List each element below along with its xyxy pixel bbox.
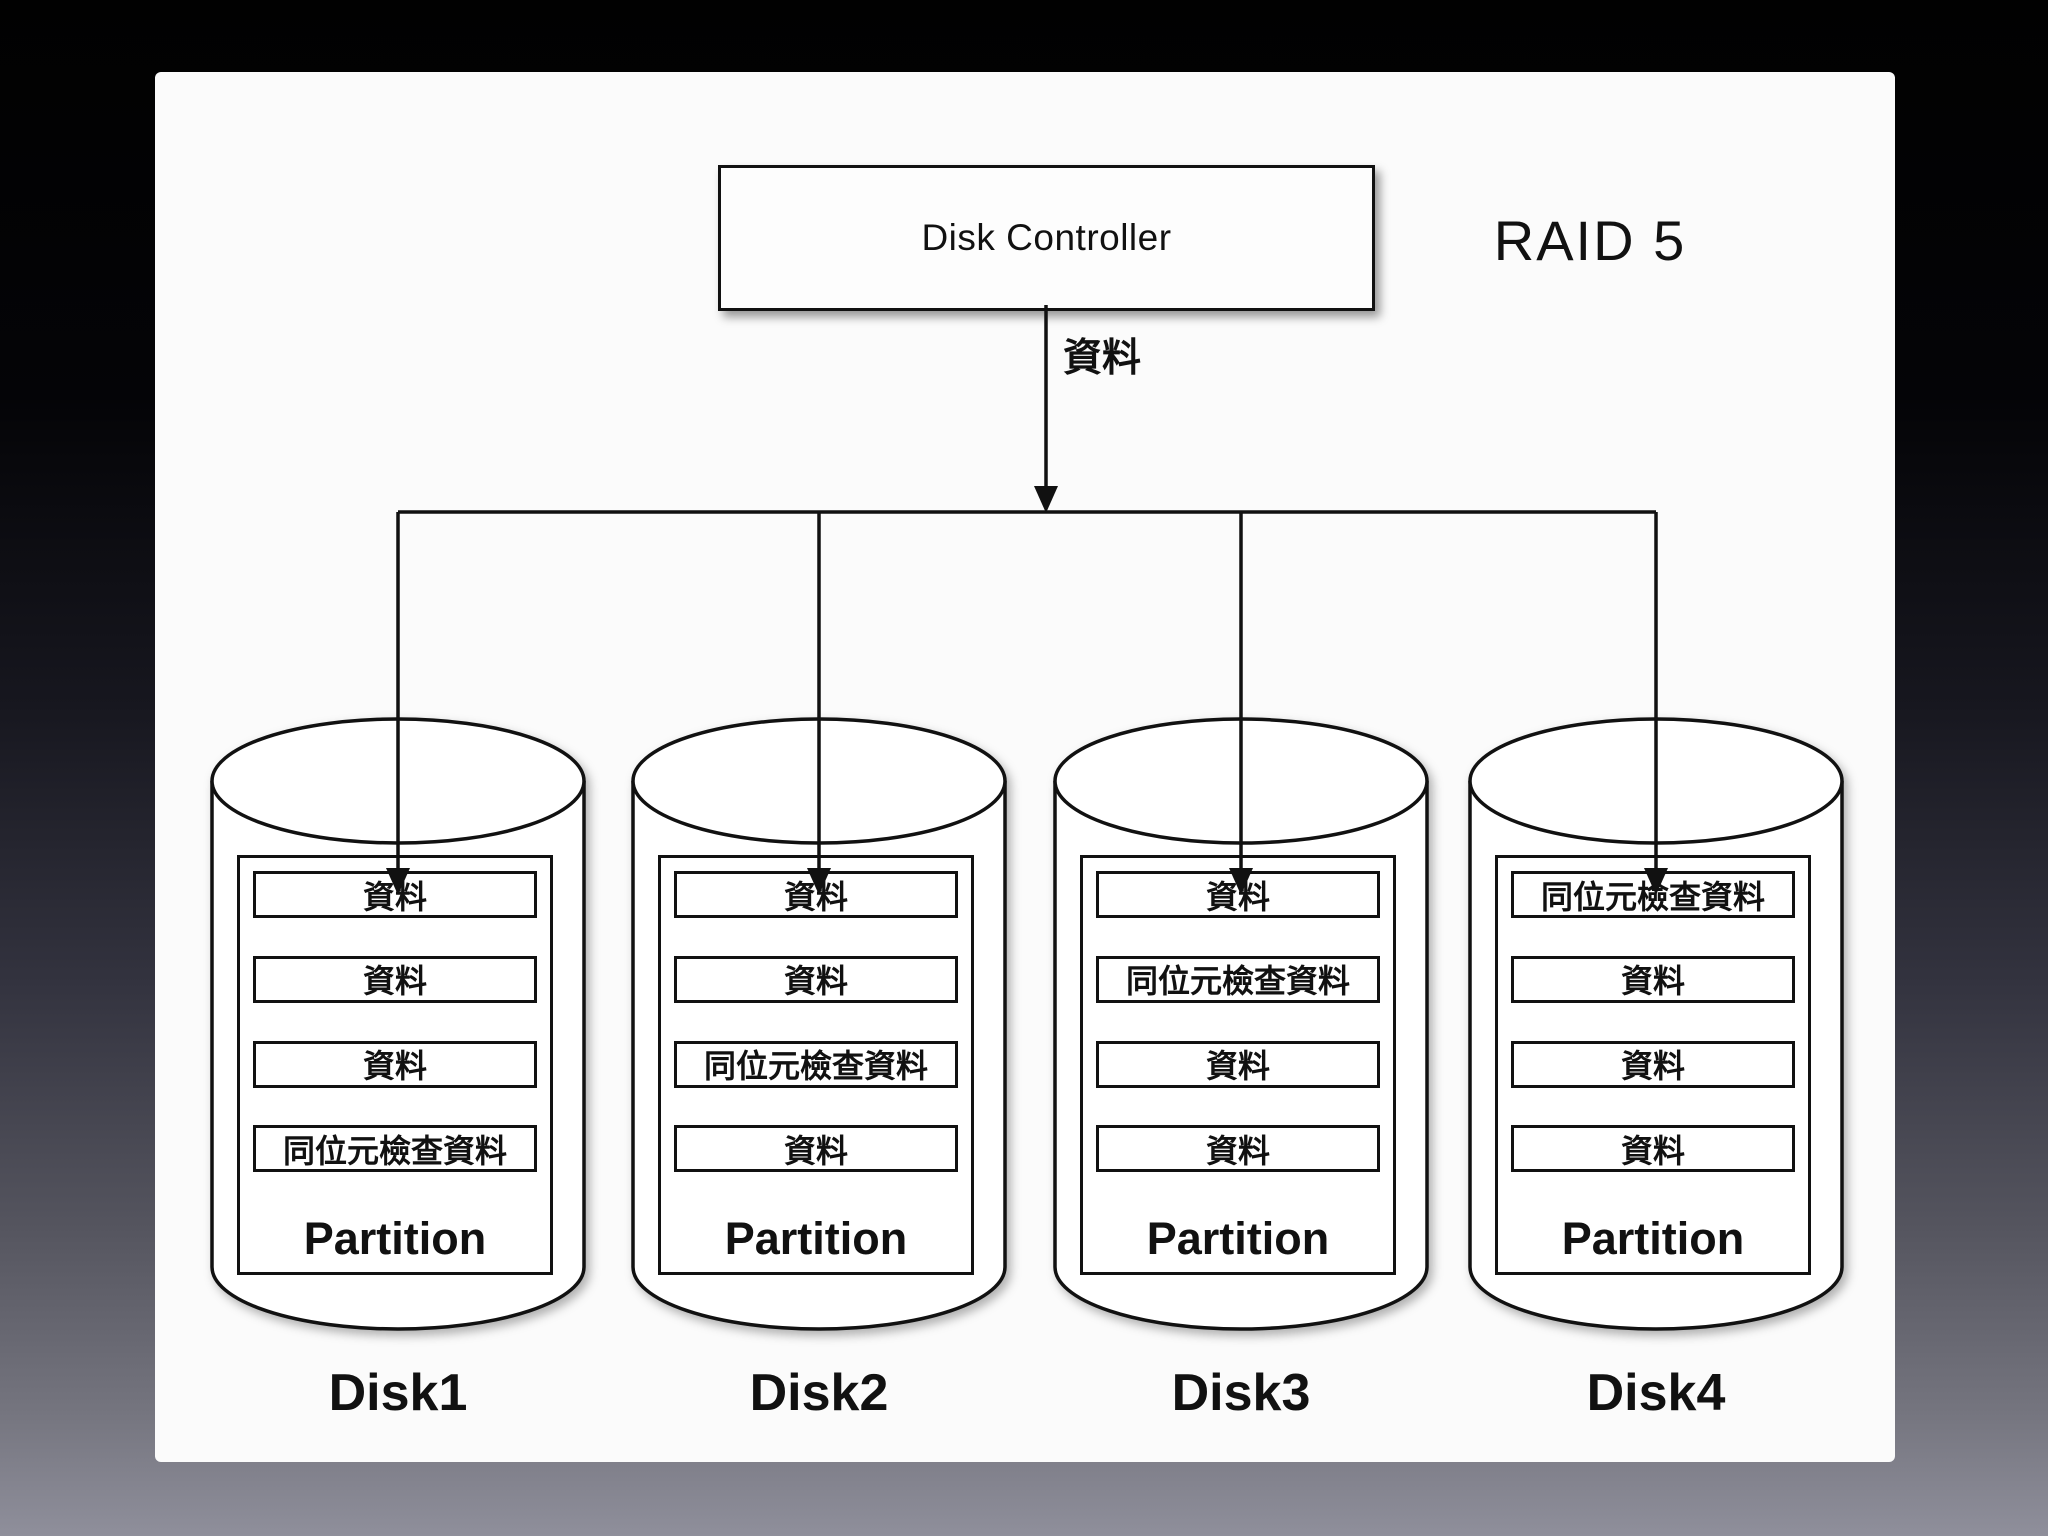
disk-3-partition-box: 資料 同位元檢查資料 資料 資料 Partition xyxy=(1080,855,1396,1275)
parity-block: 同位元檢查資料 xyxy=(1511,871,1795,918)
data-block: 資料 xyxy=(253,871,537,918)
data-block: 資料 xyxy=(1511,1125,1795,1173)
data-block: 資料 xyxy=(1511,955,1795,1003)
disk-3: 資料 同位元檢查資料 資料 資料 Partition Disk3 xyxy=(1051,715,1431,1455)
data-block: 資料 xyxy=(1096,1040,1380,1088)
partition-label: Partition xyxy=(303,1213,487,1264)
disk-controller-box: Disk Controller xyxy=(718,165,1375,311)
data-block: 資料 xyxy=(253,1040,537,1088)
partition-label: Partition xyxy=(1146,1213,1330,1264)
data-block: 資料 xyxy=(1096,1125,1380,1173)
parity-block: 同位元檢查資料 xyxy=(674,1040,958,1088)
data-block: 資料 xyxy=(674,1125,958,1173)
disk-4: 同位元檢查資料 資料 資料 資料 Partition Disk4 xyxy=(1466,715,1846,1455)
disk-1-name: Disk1 xyxy=(328,1364,468,1422)
disk-controller-label: Disk Controller xyxy=(921,217,1172,258)
data-block: 資料 xyxy=(253,955,537,1003)
partition-label: Partition xyxy=(724,1213,908,1264)
parity-block: 同位元檢查資料 xyxy=(253,1125,537,1173)
diagram-panel: Disk Controller RAID 5 資料 資料 資料 資料 同位元檢查… xyxy=(155,72,1895,1462)
disk-2-partition-box: 資料 資料 同位元檢查資料 資料 Partition xyxy=(658,855,974,1275)
data-block: 資料 xyxy=(674,871,958,918)
data-block: 資料 xyxy=(674,955,958,1003)
parity-block: 同位元檢查資料 xyxy=(1096,955,1380,1003)
data-flow-label: 資料 xyxy=(1063,337,1142,380)
disk-1-partition-box: 資料 資料 資料 同位元檢查資料 Partition xyxy=(237,855,553,1275)
data-block: 資料 xyxy=(1096,871,1380,918)
disk-4-partition-box: 同位元檢查資料 資料 資料 資料 Partition xyxy=(1495,855,1811,1275)
data-block: 資料 xyxy=(1511,1040,1795,1088)
raid5-title: RAID 5 xyxy=(1493,208,1687,272)
disk-2-name: Disk2 xyxy=(749,1364,889,1422)
disk-3-name: Disk3 xyxy=(1171,1364,1311,1422)
disk-2: 資料 資料 同位元檢查資料 資料 Partition Disk2 xyxy=(629,715,1009,1455)
disk-4-name: Disk4 xyxy=(1586,1364,1726,1422)
partition-label: Partition xyxy=(1561,1213,1745,1264)
controller-arrowhead xyxy=(1034,486,1058,513)
disk-1: 資料 資料 資料 同位元檢查資料 Partition Disk1 xyxy=(208,715,588,1455)
